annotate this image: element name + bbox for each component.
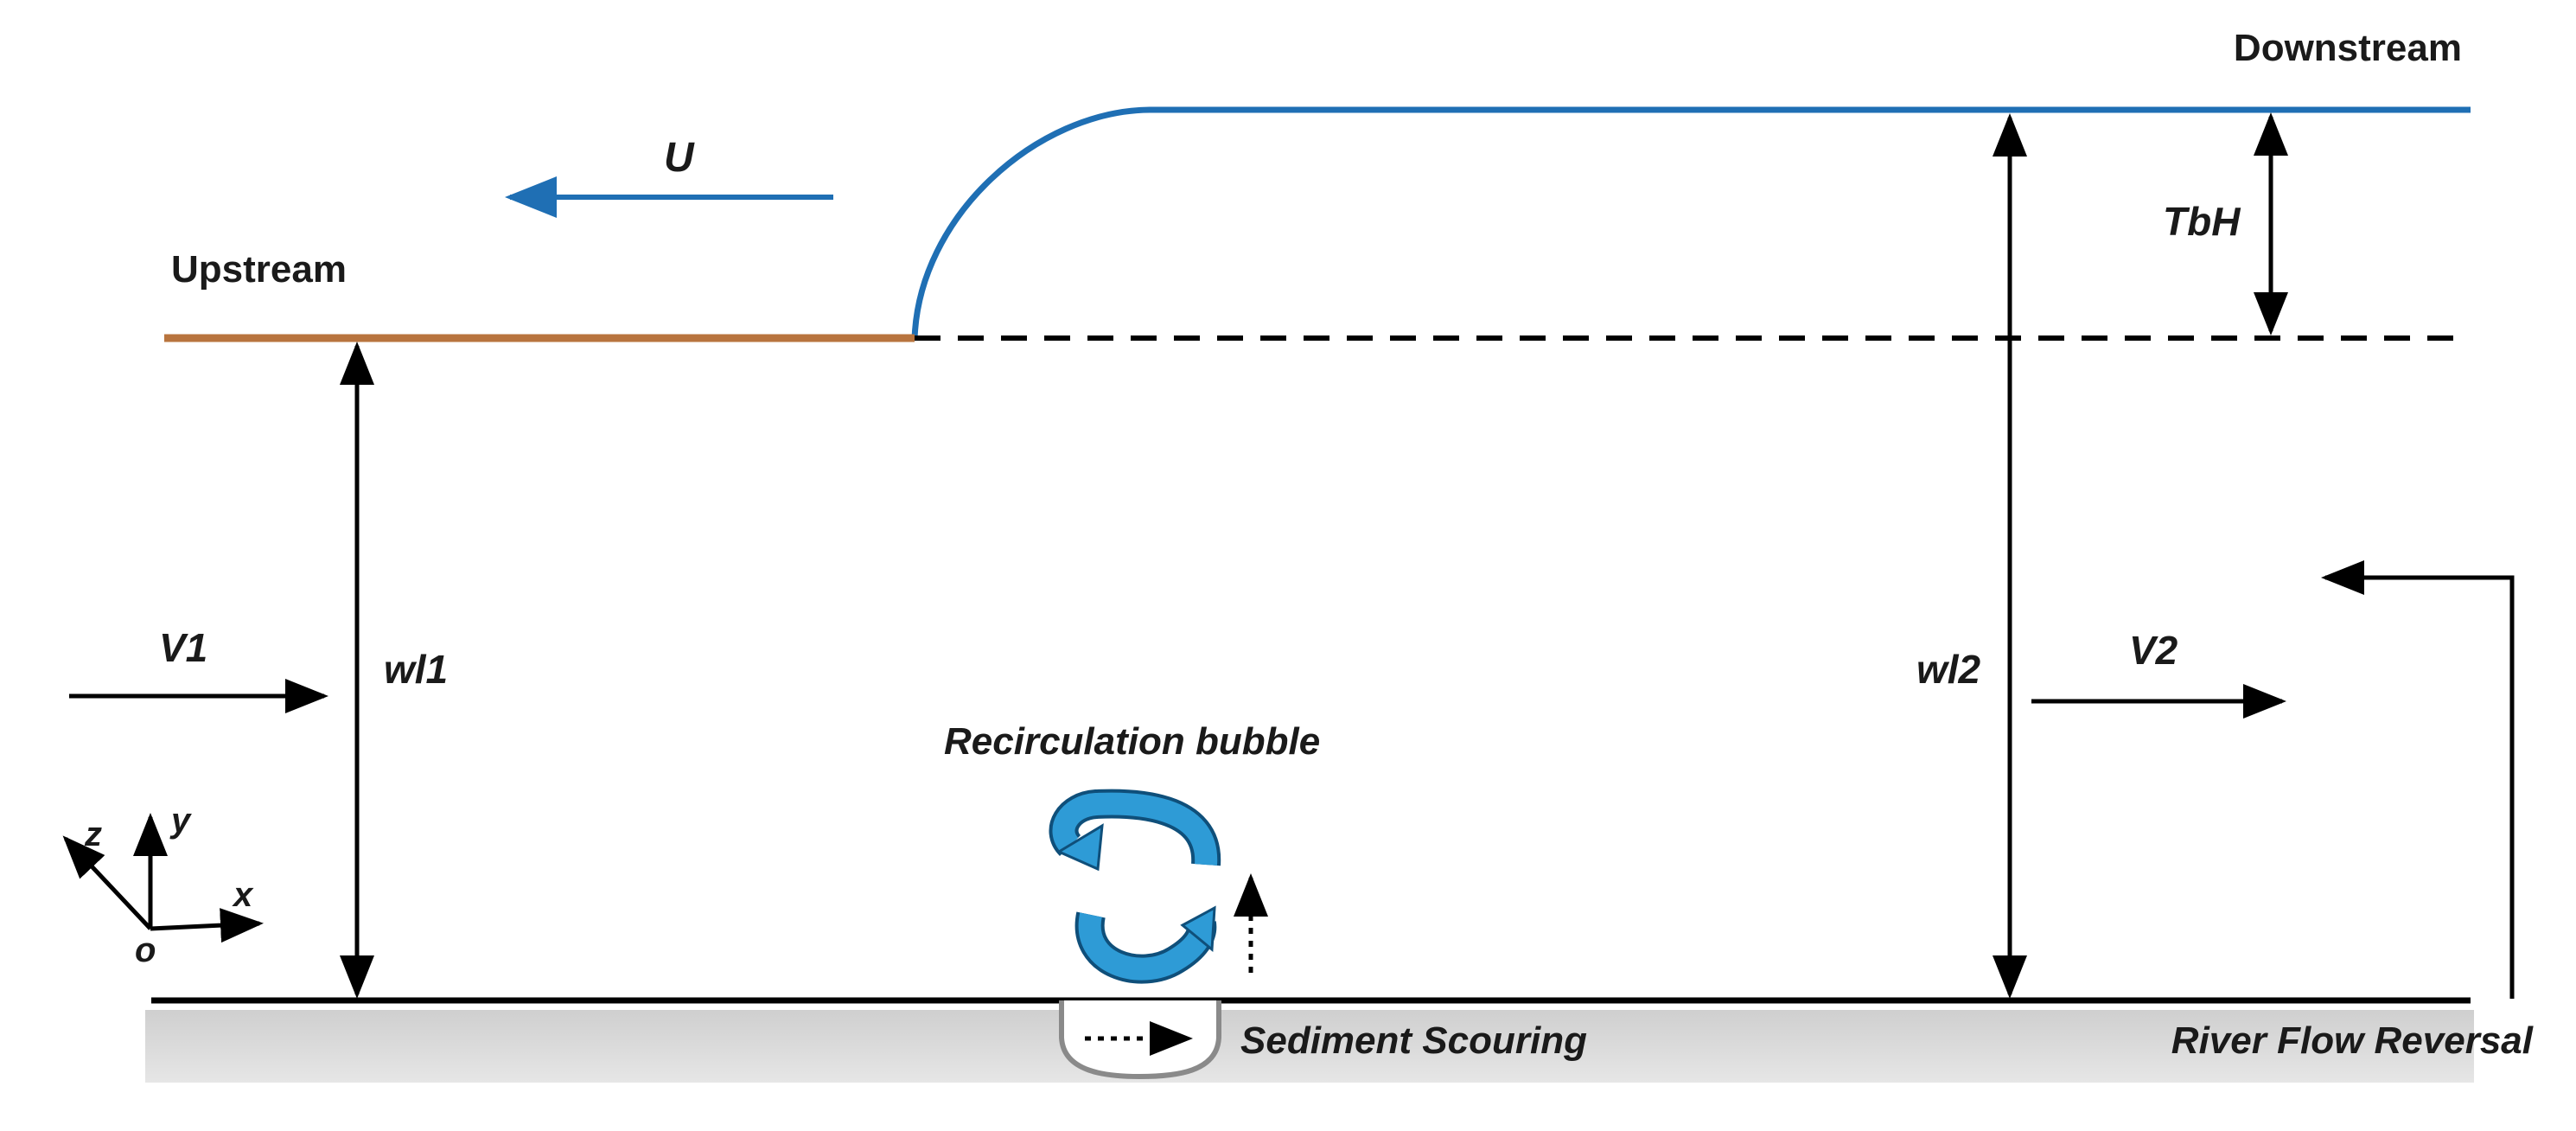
recirculation-bubble-label: Recirculation bubble (944, 720, 1320, 763)
sediment-scouring-label: Sediment Scouring (1240, 1019, 1587, 1062)
axis-x-label: x (232, 876, 254, 914)
axis-z-label: z (84, 815, 102, 853)
river-flow-reversal-arrow (2321, 560, 2515, 999)
river-flow-reversal-label: River Flow Reversal (2171, 1019, 2534, 1062)
axis-y-label: y (169, 802, 192, 840)
river-bed (145, 1010, 2474, 1083)
u-label: U (664, 135, 695, 181)
v1-label: V1 (159, 625, 207, 670)
coordinate-axes-icon (62, 813, 264, 943)
downstream-label: Downstream (2234, 27, 2462, 69)
wl1-label: wl1 (384, 647, 448, 692)
downstream-water-surface (911, 106, 2471, 341)
recirculation-arrows-icon (1049, 789, 1221, 984)
upstream-label: Upstream (171, 248, 347, 291)
v2-label: V2 (2129, 628, 2178, 673)
tbh-label: TbH (2163, 199, 2241, 244)
wl2-label: wl2 (1916, 647, 1981, 692)
axis-o-label: o (135, 931, 156, 969)
